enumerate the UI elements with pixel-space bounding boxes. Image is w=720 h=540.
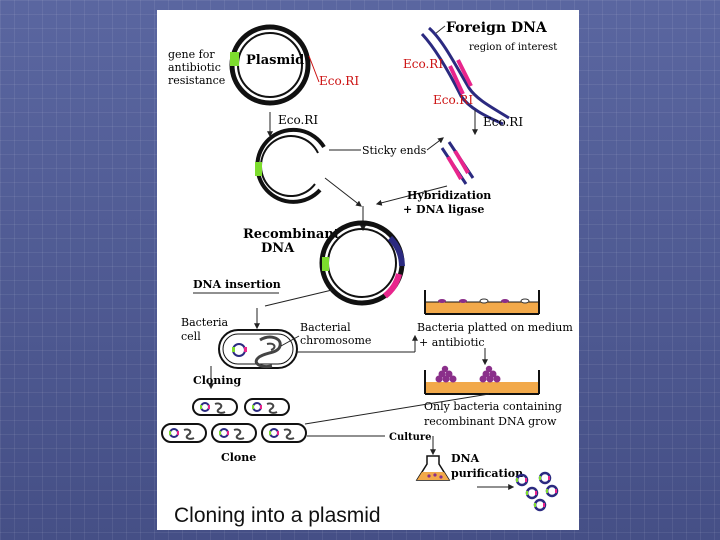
culture-label: Culture [389, 432, 432, 443]
chromosome-label: chromosome [300, 334, 371, 347]
plasmid [229, 24, 311, 106]
purified-plasmid-markers [516, 476, 557, 507]
cell-label: cell [181, 330, 201, 343]
dna-purification-label-2: purification [451, 467, 523, 480]
bacteria-platted-label: Bacteria platted on medium [417, 321, 573, 334]
culture-flask [415, 455, 451, 481]
diagram-slide: gene for antibiotic resistance Plasmid E… [157, 10, 579, 530]
recombinant-plasmid [319, 220, 405, 306]
sticky-ends-arrow [426, 137, 444, 151]
antibiotic-label: antibiotic [168, 61, 221, 74]
slide-title: Cloning into a plasmid [174, 504, 381, 527]
clone-label: Clone [221, 451, 256, 464]
cut-plasmid [255, 127, 326, 204]
recombinant-dna-grow-label: recombinant DNA grow [424, 415, 557, 428]
foreign-dna-pointer [434, 25, 446, 35]
arrow-hybrid-left [324, 177, 362, 207]
foreign-dna-label: Foreign DNA [446, 20, 548, 36]
gene-for-label: gene for [168, 48, 215, 61]
ecori-label-plasmid: Eco.RI [319, 74, 359, 88]
insertion-diagonal [264, 289, 333, 307]
bacteria-label: Bacteria [181, 316, 229, 329]
chromosome-pointer [280, 335, 300, 347]
hybridization-label: Hybridization [407, 189, 491, 202]
recombinant-dna-label: DNA [261, 241, 295, 256]
clone-bacteria-row2 [161, 423, 307, 443]
foreign-dna-strands [420, 26, 510, 126]
ecori-label-foreign-bottom: Eco.RI [433, 93, 473, 107]
ecori-arrow-label-left: Eco.RI [278, 113, 318, 127]
dna-ligase-label: + DNA ligase [403, 203, 484, 216]
ecori-label-foreign-top: Eco.RI [403, 57, 443, 71]
plus-antibiotic-label: + antibiotic [419, 336, 485, 349]
resistance-gene [230, 52, 239, 66]
grow-to-clone-line [304, 393, 490, 425]
petri-dish-plain [424, 290, 540, 315]
dna-insertion-label: DNA insertion [193, 278, 281, 291]
cloning-label: Cloning [193, 374, 241, 387]
arrow-hybrid-right [375, 185, 448, 206]
region-of-interest-label: region of interest [469, 42, 557, 53]
bacterial-label: Bacterial [300, 321, 351, 334]
clone-plasmid-markers [169, 405, 279, 435]
bacteria-cell [218, 329, 298, 369]
resistance-label: resistance [168, 74, 225, 87]
ecori-arrow-label-right: Eco.RI [483, 115, 523, 129]
cloning-diagram: gene for antibiotic resistance Plasmid E… [161, 20, 573, 527]
petri-dish-colonies [424, 365, 540, 395]
ecori-pointer [308, 55, 320, 83]
sticky-ends-label: Sticky ends [362, 144, 427, 157]
recombinant-label: Recombinant [243, 227, 340, 242]
plasmid-label: Plasmid [246, 53, 304, 68]
foreign-fragment [440, 141, 475, 185]
dna-purification-label-1: DNA [451, 452, 480, 465]
only-bacteria-label: Only bacteria containing [424, 400, 562, 413]
